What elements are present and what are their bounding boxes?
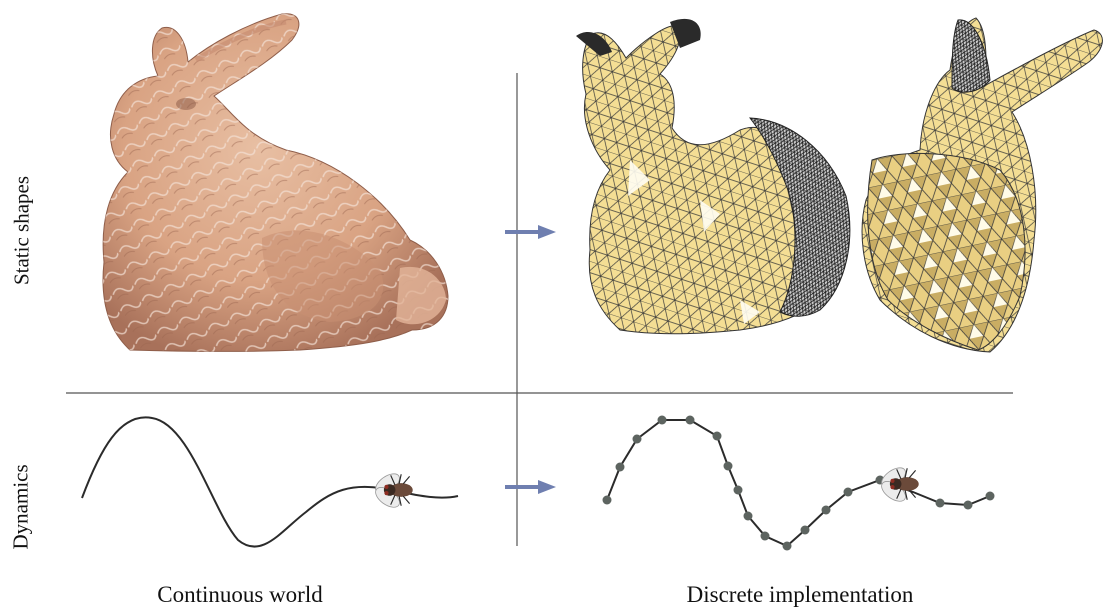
curve-node — [724, 462, 733, 471]
fly-icon — [878, 464, 919, 505]
curve-node — [686, 416, 695, 425]
curve-node — [734, 486, 743, 495]
row-label-dynamics: Dynamics — [9, 470, 34, 550]
curve-node — [822, 506, 831, 515]
curve-node — [936, 499, 945, 508]
column-label-continuous: Continuous world — [120, 582, 360, 608]
discrete-curve — [603, 416, 995, 551]
curve-node — [844, 488, 853, 497]
row-label-static-shapes: Static shapes — [10, 176, 35, 286]
column-label-discrete: Discrete implementation — [640, 582, 960, 608]
curve-node — [761, 532, 770, 541]
curve-node — [658, 416, 667, 425]
right-arrow-icon — [505, 225, 556, 239]
curve-node — [986, 492, 995, 501]
curve-node — [744, 512, 753, 521]
triangle-mesh-bunny — [576, 19, 850, 334]
continuous-curve — [82, 417, 458, 546]
right-arrow-icon — [505, 480, 556, 494]
curve-node — [633, 435, 642, 444]
bunny-photo — [103, 14, 448, 352]
cutaway-mesh-bunny — [862, 18, 1102, 352]
curve-node — [783, 542, 792, 551]
curve-node — [964, 501, 973, 510]
fly-icon — [372, 470, 413, 511]
curve-node — [603, 496, 612, 505]
curve-node — [713, 432, 722, 441]
curve-node — [616, 463, 625, 472]
curve-node — [801, 526, 810, 535]
